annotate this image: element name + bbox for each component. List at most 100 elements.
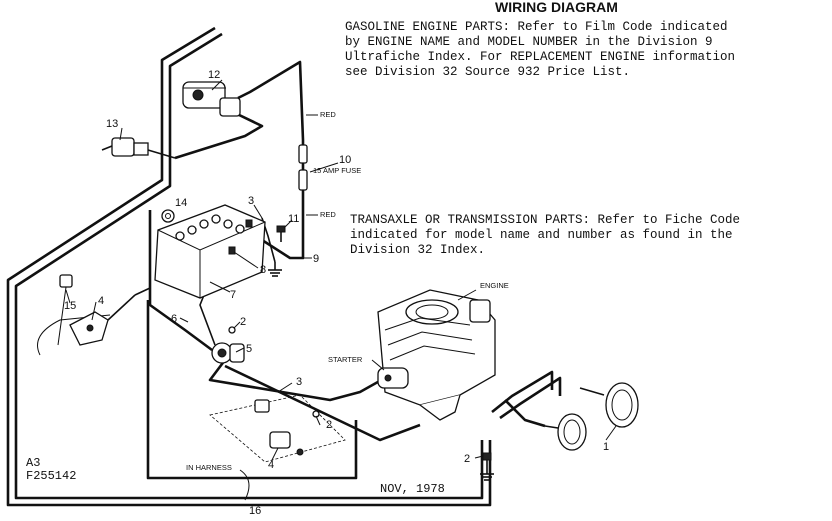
label-red-mid: RED <box>320 210 336 219</box>
seat-switch-assembly <box>37 274 151 356</box>
harness-loop-lower <box>146 300 358 480</box>
solenoid-terminal <box>217 348 227 358</box>
screw-2-solenoid <box>228 326 236 334</box>
headlight-1 <box>579 382 639 428</box>
headlight-left-lens <box>557 413 587 451</box>
transaxle-note-line-2: indicated for model name and number as f… <box>350 228 733 242</box>
battery-cap-4 <box>211 214 221 224</box>
callout-4-bracket: 4 <box>268 459 274 471</box>
connector-13 <box>101 137 176 159</box>
callout-numbers: 12 13 10 14 3 11 8 9 7 6 2 5 3 4 15 2 4 … <box>64 69 609 517</box>
nut-14 <box>161 209 175 223</box>
callout-8: 8 <box>260 264 266 276</box>
callout-2-bracket: 2 <box>326 419 332 431</box>
nut-outer <box>161 209 175 223</box>
leader-lines <box>65 79 617 461</box>
switch-cable-end <box>134 287 151 296</box>
headlight-1-lead <box>579 387 605 396</box>
bracket-connector-4 <box>269 431 291 449</box>
transaxle-note-line-3: Division 32 Index. <box>350 243 485 257</box>
gasoline-note-line-1: GASOLINE ENGINE PARTS: Refer to Film Cod… <box>345 20 728 34</box>
leader-12 <box>211 79 223 91</box>
bolt-head <box>276 225 286 233</box>
headlight-1-rim <box>611 389 633 421</box>
fuse-holder-top <box>298 144 308 164</box>
engine-fin-2 <box>387 331 473 346</box>
nut-inner <box>165 213 171 219</box>
connector-lead <box>147 149 176 159</box>
switch-rod <box>57 286 67 346</box>
label-red-top: RED <box>320 110 336 119</box>
engine-air-filter <box>469 299 491 323</box>
engine-fin-1 <box>384 317 471 331</box>
screw-head <box>228 326 236 334</box>
leader-13 <box>119 127 123 141</box>
battery-cap-1 <box>175 231 185 241</box>
headlight-1-lens <box>605 382 639 428</box>
seat-switch-wire-loop <box>37 314 111 356</box>
ground-symbol-bottom <box>480 452 494 481</box>
fuse-holder-bottom <box>298 169 308 191</box>
leader-engine <box>457 289 477 301</box>
harness-wire-inner <box>14 32 484 500</box>
solenoid-bracket <box>229 343 245 363</box>
bolt-11 <box>276 225 286 242</box>
callout-15: 15 <box>64 300 76 312</box>
leader-6 <box>179 317 189 323</box>
solenoid-5 <box>211 342 245 364</box>
gasoline-note-line-4: see Division 32 Source 932 Price List. <box>345 65 630 79</box>
leader-starter <box>371 359 385 371</box>
callout-2-solenoid: 2 <box>240 316 246 328</box>
battery-7 <box>154 204 266 299</box>
transaxle-note-line-1: TRANSAXLE OR TRANSMISSION PARTS: Refer t… <box>350 213 740 227</box>
switch-cable <box>107 294 136 321</box>
callout-14: 14 <box>175 197 187 209</box>
harness-to-switch-12 <box>174 111 264 160</box>
switch-key-slot <box>192 89 204 101</box>
battery-cap-5 <box>223 219 233 229</box>
engine-base <box>419 394 461 421</box>
red-wire-to-fuse <box>261 140 305 260</box>
callout-11: 11 <box>288 213 299 225</box>
connector-plug <box>133 142 149 156</box>
label-in-harness: IN HARNESS <box>186 463 232 472</box>
engine-top-inner <box>415 304 449 320</box>
switch-connector <box>219 97 241 117</box>
headlight-left-lead <box>544 425 559 429</box>
engine-block <box>377 289 496 421</box>
starter-body <box>377 367 409 389</box>
connector-body <box>111 137 135 157</box>
leader-3-top <box>253 204 263 219</box>
harness-to-headlights <box>491 370 554 414</box>
callout-7: 7 <box>230 289 236 301</box>
battery-post-negative <box>228 246 236 255</box>
ground-screw-2 <box>482 452 492 461</box>
film-code-line-2: F255142 <box>26 469 76 483</box>
battery-cap-2 <box>187 225 197 235</box>
gasoline-engine-note: GASOLINE ENGINE PARTS: Refer to Film Cod… <box>345 20 735 79</box>
cable-3-lower <box>224 364 421 442</box>
leader-4-bracket <box>271 447 279 461</box>
callout-3-top: 3 <box>248 195 254 207</box>
leader-2-bracket <box>315 415 321 426</box>
leader-15 <box>65 289 71 304</box>
diagram-date: NOV, 1978 <box>380 482 445 496</box>
connector-tail <box>101 145 113 151</box>
gasoline-note-line-2: by ENGINE NAME and MODEL NUMBER in the D… <box>345 35 713 49</box>
ground-symbol-battery <box>268 262 282 277</box>
leader-1 <box>605 425 617 441</box>
leader-2-solenoid <box>233 321 241 329</box>
starter-terminal <box>384 374 392 382</box>
red-wire-top <box>237 60 305 141</box>
leader-11 <box>283 219 293 229</box>
leader-7 <box>209 281 231 293</box>
harness-pointer <box>239 469 250 501</box>
harness-connector-bracket <box>209 394 346 501</box>
fuse-10 <box>298 144 308 191</box>
battery-post-positive <box>245 219 253 228</box>
bracket-outline <box>209 394 346 463</box>
callout-16: 16 <box>249 505 261 516</box>
starter-motor <box>377 367 409 389</box>
callout-10: 10 <box>339 154 351 166</box>
